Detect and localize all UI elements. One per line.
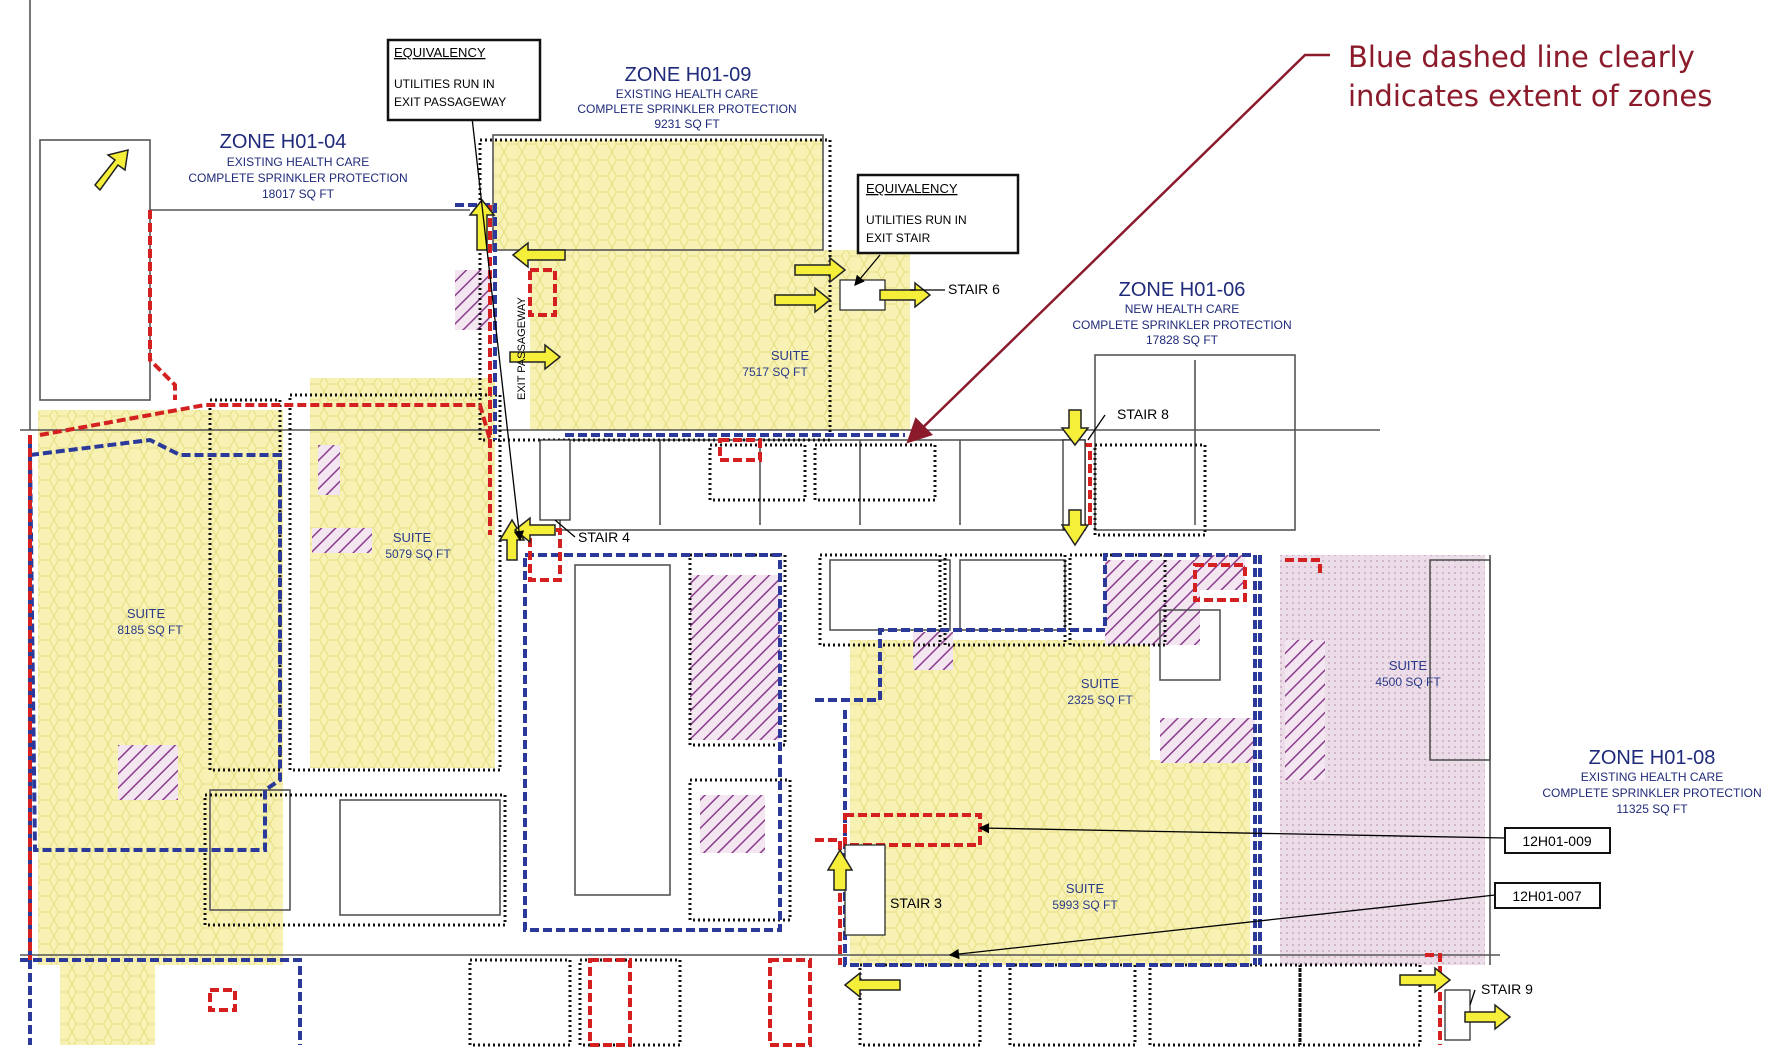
svg-text:SUITE: SUITE: [771, 348, 810, 363]
svg-text:11325 SQ FT: 11325 SQ FT: [1616, 802, 1688, 816]
suite-label: SUITE 5079 SQ FT: [385, 530, 451, 561]
svg-text:8185 SQ FT: 8185 SQ FT: [117, 623, 183, 637]
svg-text:COMPLETE SPRINKLER PROTECTION: COMPLETE SPRINKLER PROTECTION: [577, 102, 796, 116]
stair-6-icon: [839, 279, 886, 311]
exit-arrow-icon: [843, 971, 901, 999]
suite-labels: SUITE 7517 SQ FT SUITE 5079 SQ FT SUITE …: [117, 348, 1441, 912]
stair-label: STAIR 9: [1481, 981, 1533, 997]
svg-text:ZONE H01-04: ZONE H01-04: [220, 131, 347, 153]
svg-text:12H01-009: 12H01-009: [1522, 833, 1591, 849]
stair-label: STAIR 3: [890, 895, 942, 911]
zone-label-h0109: ZONE H01-09 EXISTING HEALTH CARE COMPLET…: [577, 64, 796, 131]
exit-arrow-icon: [826, 848, 854, 891]
zone-label-h0106: ZONE H01-06 NEW HEALTH CARE COMPLETE SPR…: [1072, 279, 1291, 347]
suite-label: SUITE 8185 SQ FT: [117, 606, 183, 637]
zone-boundaries: [20, 203, 1262, 1045]
suite-label: SUITE 7517 SQ FT: [742, 348, 809, 379]
svg-text:UTILITIES RUN IN: UTILITIES RUN IN: [394, 77, 495, 91]
svg-text:5079 SQ FT: 5079 SQ FT: [385, 547, 451, 561]
stair-labels: STAIR 6 STAIR 8 STAIR 4 STAIR 3 STAIR 9: [578, 281, 1533, 997]
tag-12h01-007: 12H01-007: [1494, 882, 1601, 909]
svg-text:ZONE H01-08: ZONE H01-08: [1589, 747, 1716, 769]
svg-text:2325 SQ FT: 2325 SQ FT: [1067, 693, 1133, 707]
svg-text:EXISTING HEALTH CARE: EXISTING HEALTH CARE: [616, 87, 758, 101]
suite-label: SUITE 4500 SQ FT: [1375, 658, 1441, 689]
exit-arrow-icon: [509, 343, 562, 371]
stair-label: STAIR 6: [948, 281, 1000, 297]
zone-label-h0108: ZONE H01-08 EXISTING HEALTH CARE COMPLET…: [1542, 747, 1761, 816]
exit-arrow-icon: [794, 256, 847, 284]
svg-text:NEW HEALTH CARE: NEW HEALTH CARE: [1125, 302, 1239, 316]
exit-arrow-icon: [93, 148, 129, 192]
svg-text:EXISTING HEALTH CARE: EXISTING HEALTH CARE: [227, 155, 369, 169]
svg-text:SUITE: SUITE: [1389, 658, 1428, 673]
svg-text:COMPLETE SPRINKLER PROTECTION: COMPLETE SPRINKLER PROTECTION: [1542, 786, 1761, 800]
svg-text:SUITE: SUITE: [393, 530, 432, 545]
svg-text:EXISTING HEALTH CARE: EXISTING HEALTH CARE: [1581, 770, 1723, 784]
svg-text:ZONE H01-09: ZONE H01-09: [625, 64, 752, 86]
hatched-areas: [118, 270, 1325, 853]
exit-arrow-icon: [1399, 966, 1452, 994]
equivalency-box-1: EQUIVALENCY UTILITIES RUN IN EXIT PASSAG…: [386, 38, 542, 122]
exit-arrow-icon: [1060, 509, 1090, 547]
svg-text:5993 SQ FT: 5993 SQ FT: [1052, 898, 1118, 912]
svg-text:EQUIVALENCY: EQUIVALENCY: [394, 45, 486, 60]
svg-text:9231 SQ FT: 9231 SQ FT: [654, 117, 720, 131]
svg-text:SUITE: SUITE: [1081, 676, 1120, 691]
stair-3-icon: [844, 844, 886, 936]
svg-text:UTILITIES RUN IN: UTILITIES RUN IN: [866, 213, 967, 227]
tag-12h01-009: 12H01-009: [1504, 827, 1611, 854]
annotation-line-1: Blue dashed line clearly: [1348, 40, 1695, 74]
annotation-arrow: [906, 53, 1330, 444]
svg-text:7517 SQ FT: 7517 SQ FT: [742, 365, 808, 379]
svg-text:SUITE: SUITE: [1066, 881, 1105, 896]
exit-arrows: [93, 148, 1512, 1031]
exit-arrow-icon: [513, 516, 556, 544]
stair-4-icon: [539, 439, 571, 521]
svg-text:4500 SQ FT: 4500 SQ FT: [1375, 675, 1441, 689]
exit-arrow-icon: [468, 198, 496, 251]
svg-text:COMPLETE SPRINKLER PROTECTION: COMPLETE SPRINKLER PROTECTION: [188, 171, 407, 185]
exit-passageway-label: EXIT PASSAGEWAY: [516, 296, 528, 400]
stair-label: STAIR 8: [1117, 406, 1169, 422]
annotation: Blue dashed line clearly indicates exten…: [1348, 40, 1712, 113]
svg-text:EQUIVALENCY: EQUIVALENCY: [866, 181, 958, 196]
svg-text:18017 SQ FT: 18017 SQ FT: [262, 187, 335, 201]
exit-arrow-icon: [774, 286, 832, 314]
svg-text:COMPLETE SPRINKLER PROTECTION: COMPLETE SPRINKLER PROTECTION: [1072, 318, 1291, 332]
exit-arrow-icon: [511, 241, 566, 269]
svg-text:SUITE: SUITE: [127, 606, 166, 621]
svg-text:EXIT PASSAGEWAY: EXIT PASSAGEWAY: [394, 95, 506, 109]
svg-text:EXIT STAIR: EXIT STAIR: [866, 231, 931, 245]
leader-lines: [469, 99, 1506, 1006]
zone-label-h0104: ZONE H01-04 EXISTING HEALTH CARE COMPLET…: [188, 131, 407, 201]
suite-label: SUITE 2325 SQ FT: [1067, 676, 1133, 707]
exit-arrow-icon: [1464, 1003, 1512, 1031]
stair-label: STAIR 4: [578, 529, 630, 545]
exit-arrow-icon: [879, 281, 932, 309]
svg-text:12H01-007: 12H01-007: [1512, 888, 1581, 904]
equivalency-box-2: EQUIVALENCY UTILITIES RUN IN EXIT STAIR: [856, 173, 1020, 255]
svg-text:ZONE H01-06: ZONE H01-06: [1119, 279, 1246, 301]
annotation-line-2: indicates extent of zones: [1348, 79, 1712, 113]
svg-text:17828 SQ FT: 17828 SQ FT: [1146, 333, 1219, 347]
exit-arrow-icon: [1060, 409, 1090, 447]
suite-label: SUITE 5993 SQ FT: [1052, 881, 1118, 912]
